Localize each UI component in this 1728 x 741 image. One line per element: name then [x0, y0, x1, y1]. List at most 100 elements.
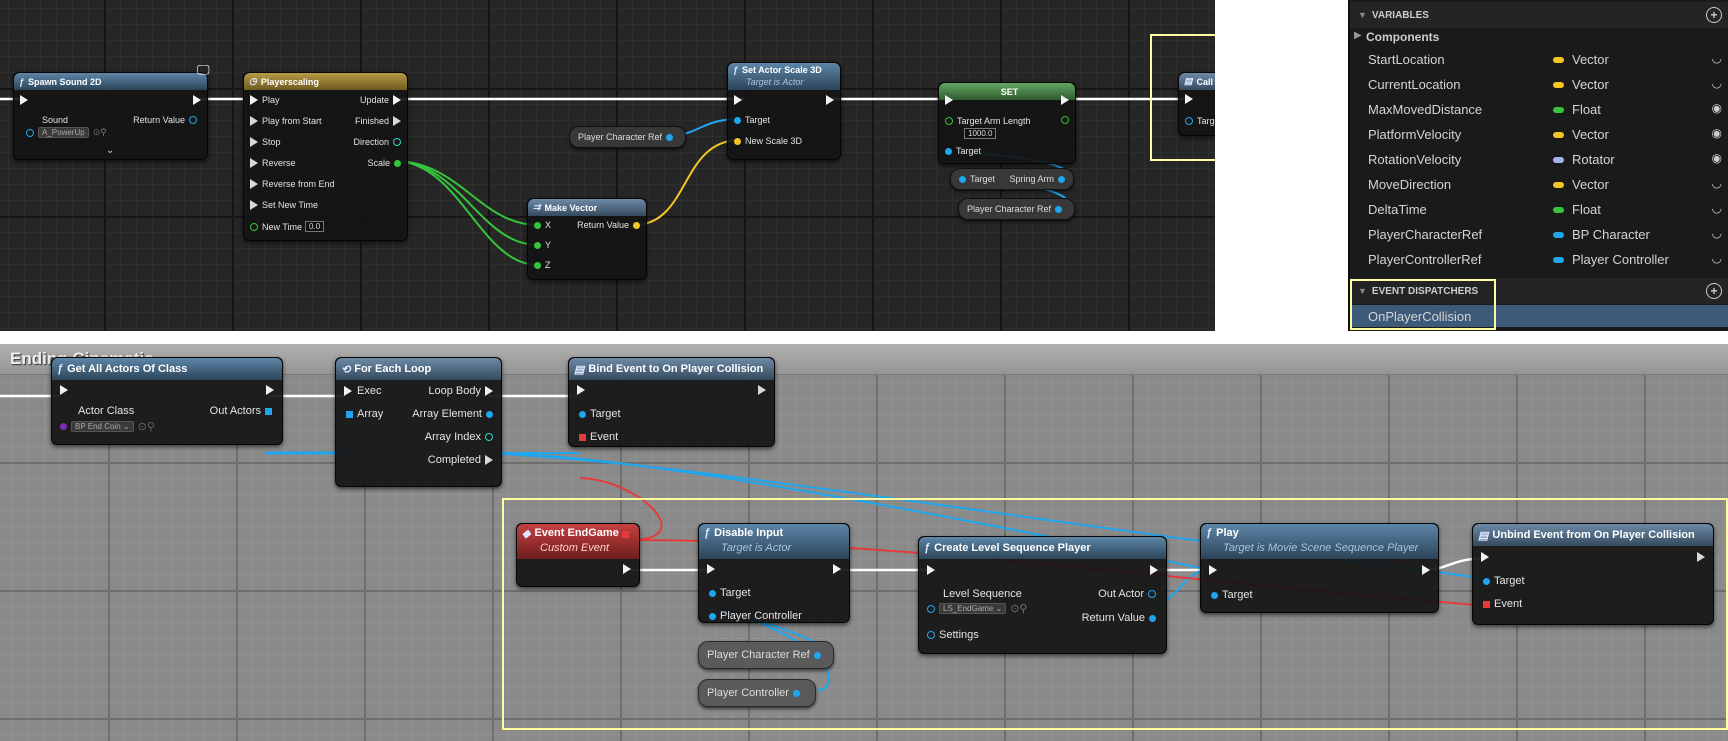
- sound-dropdown[interactable]: A_PowerUp: [38, 127, 89, 138]
- return-value-pin[interactable]: Return Value: [133, 115, 201, 125]
- sound-pin[interactable]: Sound: [42, 115, 69, 125]
- new-time-field[interactable]: 0.0: [305, 221, 325, 232]
- exec-in-pin[interactable]: [577, 385, 585, 395]
- out-actor-pin[interactable]: Out Actor: [1098, 588, 1160, 600]
- update-pin[interactable]: Update: [360, 95, 401, 105]
- actor-class-pin[interactable]: BP End Coin ⌄⊙⚲: [56, 420, 155, 433]
- player-character-ref-node[interactable]: Player Character Ref: [698, 641, 834, 669]
- out-actors-pin[interactable]: Out Actors: [210, 405, 276, 417]
- add-dispatcher-icon[interactable]: +: [1706, 283, 1722, 299]
- eye-closed-icon[interactable]: ◡: [1711, 226, 1722, 240]
- bind-event-node[interactable]: ▤Bind Event to On Player Collision Targe…: [568, 357, 775, 447]
- collapse-arrow-icon[interactable]: ▼: [1358, 10, 1367, 20]
- exec-in-pin[interactable]: [1185, 94, 1193, 104]
- return-value-pin[interactable]: Return Value: [1082, 612, 1160, 624]
- browse-icon[interactable]: ⊙⚲: [1010, 603, 1028, 615]
- arm-length-field[interactable]: 1000.0: [961, 128, 997, 139]
- expand-chevron-icon[interactable]: ⌄: [106, 145, 115, 156]
- eye-open-icon[interactable]: ◉: [1711, 101, 1722, 115]
- play-pin[interactable]: Play: [250, 95, 280, 105]
- event-endgame-node[interactable]: ◆Event EndGame Custom Event: [516, 523, 640, 587]
- comment-title-bar[interactable]: Ending Cinematic: [0, 344, 1728, 375]
- add-variable-icon[interactable]: +: [1706, 7, 1722, 23]
- playerscaling-timeline-node[interactable]: ◷Playerscaling Play Play from Start Stop…: [243, 72, 408, 241]
- expand-arrow-icon[interactable]: ▶: [1354, 30, 1362, 41]
- x-pin[interactable]: X: [530, 220, 551, 230]
- exec-in-pin[interactable]: [1481, 552, 1489, 562]
- dispatcher-row-selected[interactable]: OnPlayerCollision: [1350, 305, 1728, 327]
- player-controller-pin[interactable]: Player Controller: [705, 610, 802, 622]
- bind-event-pin[interactable]: Event: [575, 431, 618, 443]
- exec-out-pin[interactable]: [758, 385, 766, 395]
- eye-open-icon[interactable]: ◉: [1711, 151, 1722, 165]
- unbind-event-node[interactable]: ▤Unbind Event from On Player Collision T…: [1472, 523, 1714, 625]
- target-arm-length-pin[interactable]: Target Arm Length: [941, 116, 1031, 126]
- player-character-ref-node[interactable]: Player Character Ref: [569, 126, 687, 148]
- play-target-pin[interactable]: Target: [1207, 589, 1253, 601]
- eye-open-icon[interactable]: ◉: [1711, 126, 1722, 140]
- bind-target-pin[interactable]: Target: [575, 408, 621, 420]
- unbind-event-pin[interactable]: Event: [1479, 598, 1522, 610]
- player-controller-node[interactable]: Player Controller: [698, 679, 816, 707]
- for-each-loop-node[interactable]: ⟲For Each Loop Exec Array Loop Body Arra…: [335, 357, 502, 487]
- stop-pin[interactable]: Stop: [250, 137, 281, 147]
- exec-out-pin[interactable]: [826, 95, 834, 105]
- disable-target-pin[interactable]: Target: [705, 587, 751, 599]
- eye-closed-icon[interactable]: ◡: [1711, 201, 1722, 215]
- exec-out-pin[interactable]: [1061, 95, 1069, 105]
- settings-pin[interactable]: Settings: [923, 629, 979, 641]
- collapse-arrow-icon[interactable]: ▼: [1358, 286, 1367, 296]
- actor-class-dropdown[interactable]: BP End Coin ⌄: [71, 421, 134, 432]
- finished-pin[interactable]: Finished: [355, 116, 401, 126]
- exec-out-pin[interactable]: [1697, 552, 1705, 562]
- player-character-ref-node-2[interactable]: Player Character Ref: [958, 198, 1076, 220]
- exec-in-pin[interactable]: [927, 565, 935, 575]
- z-pin[interactable]: Z: [530, 260, 551, 270]
- completed-pin[interactable]: Completed: [428, 454, 493, 466]
- loop-body-pin[interactable]: Loop Body: [428, 385, 493, 397]
- array-index-pin[interactable]: Array Index: [425, 431, 497, 443]
- target-pin[interactable]: Target: [730, 115, 770, 125]
- exec-in-pin[interactable]: Exec: [344, 385, 381, 397]
- set-new-time-pin[interactable]: Set New Time: [250, 200, 318, 210]
- browse-icon[interactable]: ⊙⚲: [92, 127, 107, 137]
- exec-out-pin[interactable]: [1150, 565, 1158, 575]
- vector-return-pin[interactable]: Return Value: [577, 220, 644, 230]
- direction-pin[interactable]: Direction: [353, 137, 405, 147]
- delegate-pin[interactable]: [618, 531, 633, 538]
- y-pin[interactable]: Y: [530, 240, 551, 250]
- exec-out-pin[interactable]: [623, 564, 631, 574]
- exec-in-pin[interactable]: [945, 95, 953, 105]
- exec-out-pin[interactable]: [266, 385, 274, 395]
- browse-icon[interactable]: ⊙⚲: [137, 421, 155, 433]
- variables-header[interactable]: ▼VARIABLES+: [1350, 2, 1728, 28]
- call-target-pin[interactable]: Targetself: [1181, 115, 1215, 126]
- make-vector-node[interactable]: ⇉Make Vector X Y Z Return Value: [527, 198, 647, 280]
- eye-closed-icon[interactable]: ◡: [1711, 176, 1722, 190]
- exec-in-pin[interactable]: [707, 564, 715, 574]
- unbind-target-pin[interactable]: Target: [1479, 575, 1525, 587]
- set-target-arm-length-node[interactable]: SET Target Arm Length 1000.0 Target: [938, 82, 1076, 164]
- call-on-player-collision-node[interactable]: ▤Call On Player Collision Targetself: [1178, 72, 1215, 136]
- scale-pin[interactable]: Scale: [367, 158, 405, 168]
- eye-closed-icon[interactable]: ◡: [1711, 76, 1722, 90]
- set-target-pin[interactable]: Target: [941, 146, 981, 156]
